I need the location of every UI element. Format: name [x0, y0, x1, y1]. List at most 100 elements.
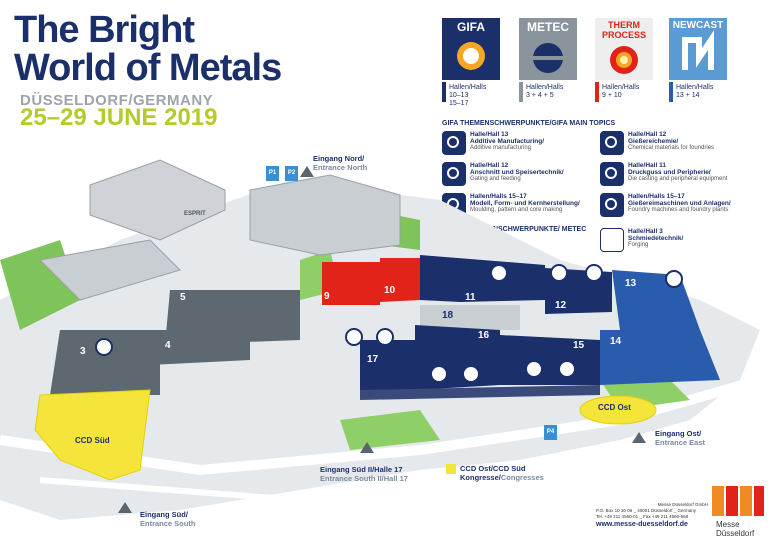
forging-hall-icon: [95, 338, 113, 356]
therm-process-emblem-icon: [610, 46, 638, 74]
moulding-hall-17-icon: [345, 328, 363, 346]
gifa-halls-label: Hallen/Halls: [449, 84, 487, 91]
metec-topic-1-en: Forging: [628, 242, 649, 248]
gifa-emblem-icon: [457, 42, 485, 70]
entrance-south-2-marker-icon: [360, 442, 374, 453]
metec-halls-1: 3 + 4 + 5: [526, 92, 554, 99]
entrance-south-2-en: Entrance South II/Hall 17: [320, 474, 408, 483]
gifa-topic-3-de: Anschnitt und Speisertechnik/: [470, 169, 564, 176]
metec-topic-1-de: Schmiedetechnik/: [628, 235, 684, 242]
footer-company: Messe Düsseldorf GmbH: [657, 502, 708, 507]
gifa-topic-6-en: Foundry machines and foundry plants: [628, 207, 729, 213]
gifa-topic-5-hall: Hallen/Halls 15–17: [470, 193, 527, 200]
gifa-topic-2-de: Gießereichemie/: [628, 138, 679, 145]
gifa-topic-2-en: Chemical materials for foundries: [628, 145, 715, 151]
die-casting-icon: [600, 162, 624, 186]
therm-process-halls: Hallen/Halls 9 + 10: [602, 84, 660, 100]
therm-process-color-bar: [595, 82, 599, 102]
messe-logo-text-1: Messe: [716, 520, 740, 529]
hall-14: [600, 330, 720, 385]
metec-logo: METEC Hallen/Halls 3 + 4 + 5: [519, 18, 577, 102]
entrance-south-2-label: Eingang Süd II/Halle 17 Entrance South I…: [320, 465, 408, 483]
congress-legend-de2: Kongresse/: [460, 473, 501, 482]
gifa-halls-2: 15–17: [449, 100, 469, 107]
gifa-topics-heading: GIFA THEMENSCHWERPUNKTE/GIFA MAIN TOPICS: [442, 120, 616, 127]
hall-12-label: 12: [555, 300, 567, 311]
gifa-topic-3-en: Gating and feeding: [470, 176, 521, 182]
entrance-south-de: Eingang Süd/: [140, 510, 188, 519]
hall-4: [150, 330, 250, 365]
congress-legend-en: Congresses: [500, 473, 544, 482]
hall-17: [360, 340, 415, 390]
parking-p4-icon: P4: [544, 425, 557, 440]
gifa-halls: Hallen/Halls 10–13 15–17: [449, 84, 507, 108]
parking-p2-icon: P2: [285, 166, 298, 181]
therm-process-halls-label: Hallen/Halls: [602, 84, 640, 91]
esprit-arena: [89, 159, 226, 241]
hall-3: [50, 330, 160, 395]
hall-10: [380, 258, 420, 302]
newcast-color-bar: [669, 82, 673, 102]
metec-topic-1-hall: Halle/Hall 3: [628, 228, 663, 235]
gifa-topic-1: Halle/Hall 13 Additive Manufacturing/ Ad…: [442, 131, 602, 157]
gating-feeding-icon: [442, 162, 466, 186]
gifa-topic-5-en: Moulding, pattern and core making: [470, 207, 563, 213]
entrance-north-en: Entrance North: [313, 163, 368, 172]
gifa-topic-6-hall: Hallen/Halls 15–17: [628, 193, 685, 200]
entrance-south-en: Entrance South: [140, 519, 196, 528]
gifa-topic-1-de: Additive Manufacturing/: [470, 138, 545, 145]
entrance-east-marker-icon: [632, 432, 646, 443]
machines-hall-15-icon: [558, 360, 576, 378]
hall-4-label: 4: [165, 340, 171, 351]
gifa-logo: GIFA Hallen/Halls 10–13 15–17: [442, 18, 500, 107]
gifa-topic-3-hall: Halle/Hall 12: [470, 162, 509, 169]
metec-color-bar: [519, 82, 523, 102]
hall-11: [420, 255, 545, 302]
entrance-east-en: Entrance East: [655, 438, 706, 447]
footer-url[interactable]: www.messe-duesseldorf.de: [596, 521, 688, 528]
additive-hall-icon: [665, 270, 683, 288]
newcast-logo-label: NEWCAST: [672, 20, 724, 31]
hall-11-label: 11: [465, 292, 476, 303]
moulding-hall-15-icon: [525, 360, 543, 378]
hall-16-label: 16: [478, 330, 490, 341]
gifa-topic-1-hall: Halle/Hall 13: [470, 131, 509, 138]
additive-manufacturing-icon: [442, 131, 466, 155]
moulding-hall-16-icon: [430, 365, 448, 383]
newcast-emblem-icon: [682, 30, 714, 70]
footer-address-line: P.O. Box 10 10 06 _ 40001 Düsseldorf _ G…: [596, 508, 696, 513]
congress-legend-de: CCD Ost/CCD Süd: [460, 464, 526, 473]
hall-9: [322, 262, 380, 305]
south-road: [39, 467, 521, 504]
newcast-halls: Hallen/Halls 13 + 14: [676, 84, 734, 100]
foundry-chemistry-icon: [600, 131, 624, 155]
gifa-logo-label: GIFA: [456, 20, 485, 34]
hall-9-label: 9: [324, 291, 330, 302]
hall-15-label: 15: [573, 340, 585, 351]
machines-hall-17-icon: [376, 328, 394, 346]
footer-phone: Tel. +49 211 4560-01 _ Fax +49 211 4560-…: [596, 514, 689, 519]
hall-15: [500, 335, 600, 385]
metec-topic-1: Halle/Hall 3 Schmiedetechnik/ Forging: [600, 228, 760, 254]
hall-18: [420, 305, 520, 330]
newcast-logo: NEWCAST Hallen/Halls 13 + 14: [669, 18, 727, 102]
gifa-topic-4-en: Die casting and peripheral equipment: [628, 176, 728, 182]
gating-hall-icon: [550, 264, 568, 282]
green-area-south: [340, 410, 440, 450]
therm-process-halls-1: 9 + 10: [602, 92, 622, 99]
dates-label: 25–29 JUNE 2019: [20, 104, 218, 131]
therm-process-logo-label: THERM PROCESS: [601, 20, 646, 40]
die-casting-hall-icon: [490, 264, 508, 282]
ccd-sud-label: CCD Süd: [75, 436, 110, 445]
hall-3-label: 3: [80, 346, 86, 357]
entrance-north-de: Eingang Nord/: [313, 154, 365, 163]
gifa-color-bar: [442, 82, 446, 102]
parking-p1-icon: P1: [266, 166, 279, 181]
metec-halls-label: Hallen/Halls: [526, 84, 564, 91]
gifa-topic-4-de: Druckguss und Peripherie/: [628, 169, 711, 176]
entrance-north-label: Eingang Nord/ Entrance North: [313, 154, 367, 172]
footer-address: Messe Düsseldorf GmbH P.O. Box 10 10 06 …: [596, 502, 708, 528]
ccd-ost-label: CCD Ost: [598, 403, 631, 412]
foundry-machines-icon: [600, 193, 624, 217]
